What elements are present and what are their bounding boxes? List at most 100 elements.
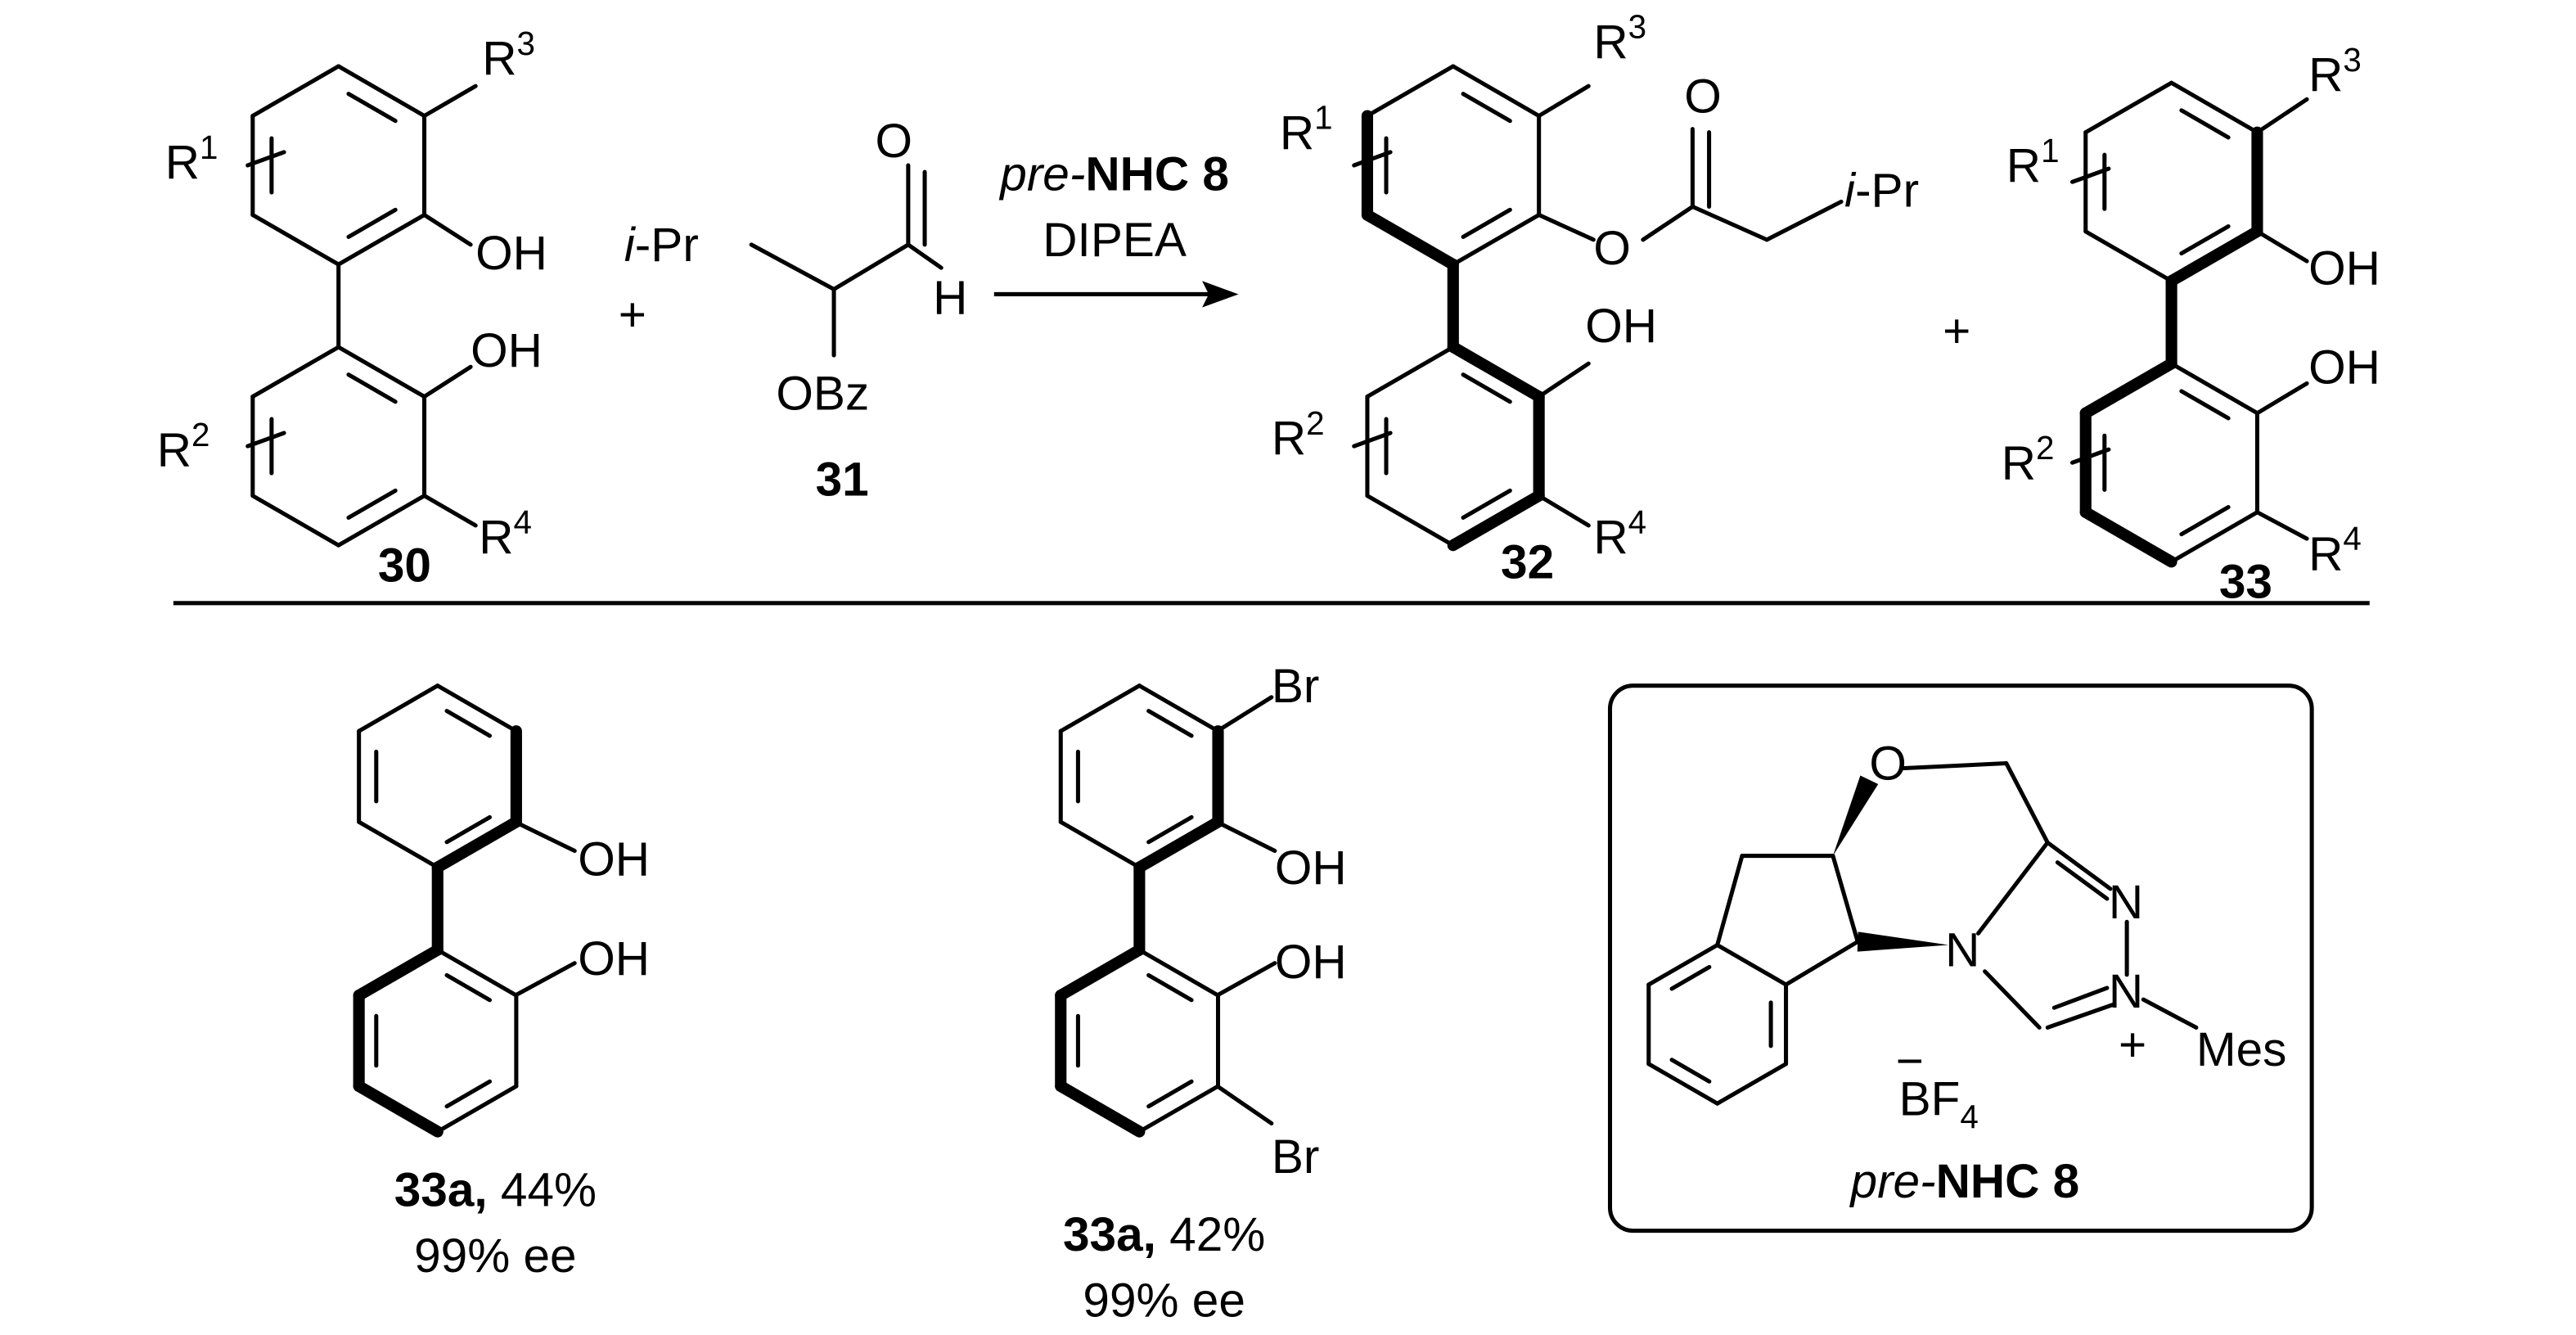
text-part: OH: [2308, 341, 2380, 394]
compound-30-ring-top-bond: [250, 64, 341, 119]
bonds: [245, 64, 2309, 1138]
compound-30-ring-bottom-bond: [336, 345, 427, 399]
nhc-o-text: O: [1869, 737, 1907, 791]
example-2-ring-top-bond: [1058, 819, 1142, 870]
text-part: N: [2109, 965, 2143, 1018]
compound-30-ring-top-bond: [336, 213, 427, 267]
text-part: OH: [471, 324, 543, 377]
compound-33-ring-bottom-bond: [2169, 510, 2259, 564]
bond: [1537, 213, 1596, 242]
text-part: R: [165, 136, 200, 189]
nhc-n1-text: N: [2109, 876, 2143, 929]
c32-label-text: 32: [1501, 536, 1554, 589]
bond: [422, 83, 478, 119]
bond: [1784, 939, 1860, 987]
stereo-wedge-bond: [1832, 775, 1879, 856]
c32-r2-text: R2: [1272, 404, 1325, 465]
text-part: OH: [1275, 936, 1347, 989]
text-part: 32: [1501, 536, 1554, 589]
bond: [2141, 997, 2199, 1030]
nhc-n3-text: N: [1945, 924, 1979, 977]
text-part: -Pr: [635, 219, 699, 272]
c30-oh2-text: OH: [471, 324, 543, 377]
ex2-ee-text: 99% ee: [1083, 1274, 1245, 1328]
compound-33-ring-bottom-bond: [2079, 358, 2177, 419]
bond: [2255, 97, 2309, 135]
bond: [1764, 199, 1844, 242]
example-2-ring-bottom-inner-double-bond: [1146, 972, 1194, 1003]
compound-33-ring-top-bond: [2169, 80, 2259, 135]
text-part: 1: [2041, 132, 2059, 169]
text-part: OH: [2308, 241, 2380, 295]
bond: [1975, 840, 2050, 936]
c32-oh-text: OH: [1585, 300, 1657, 353]
c32-oester-text: O: [1593, 222, 1631, 275]
compound-30-ring-bottom-bond: [250, 494, 341, 548]
bond: [2255, 229, 2309, 264]
text-part: 2: [2036, 429, 2054, 467]
text-part: i: [624, 219, 637, 272]
text-part: R: [479, 511, 513, 564]
ex2-br2-text: Br: [1272, 1130, 1320, 1184]
nhc-minus-text: −: [1896, 1035, 1924, 1088]
text-part: +: [1943, 304, 1970, 358]
text-part: 1: [1314, 99, 1332, 137]
example-2-ring-top-bond: [1133, 816, 1224, 873]
text-part: 4: [2343, 520, 2361, 557]
bond: [2051, 985, 2110, 1010]
compound-30-ring-top-bond: [336, 64, 427, 119]
text-part: pre-: [998, 147, 1085, 201]
compound-32-ring-bottom-bond: [1447, 341, 1545, 403]
text-part: 4: [1960, 1098, 1978, 1136]
example-1-ring-bottom-bond: [353, 944, 444, 1002]
text-part: OH: [578, 833, 650, 886]
text-part: −: [1896, 1035, 1924, 1088]
text-part: O: [1684, 70, 1722, 123]
nhc-benzene-ring-bond: [1646, 1062, 1720, 1106]
compound-33-ring-top-inner-double-bond: [2179, 224, 2231, 256]
bond: [1216, 695, 1274, 733]
nhc-benzene-ring-inner-double-bond: [1669, 1058, 1712, 1084]
bond: [1352, 431, 1393, 449]
text-part: BF: [1899, 1072, 1961, 1125]
bond: [2045, 1002, 2116, 1030]
bond: [245, 431, 286, 449]
text-part: 4: [513, 503, 531, 541]
c32-r1-text: R1: [1280, 99, 1333, 160]
compound-30-ring-bottom-inner-double-bond: [346, 372, 398, 404]
bond: [2045, 840, 2113, 891]
bond: [1216, 961, 1277, 997]
compound-33-ring-top-bond: [2083, 229, 2174, 283]
example-1-ring-top-bond: [357, 683, 440, 733]
example-2-ring-bottom-bond: [1055, 1080, 1146, 1138]
bond: [1216, 1085, 1274, 1125]
text-part: H: [933, 272, 967, 325]
c31-o-text: O: [876, 115, 913, 168]
example-1-ring-top-bond: [435, 683, 519, 733]
text-part: 33: [2219, 556, 2272, 609]
text-part: 31: [816, 453, 869, 507]
compound-32-ring-top-bond: [1451, 64, 1542, 119]
text-part: R: [2002, 436, 2036, 489]
c31-h-text: H: [933, 272, 967, 325]
text-part: 3: [2343, 41, 2361, 79]
bond: [515, 820, 577, 854]
compound-32-ring-bottom-bond: [1365, 345, 1456, 399]
pre-nhc-box: [1607, 683, 2314, 1234]
text-part: i: [1844, 164, 1857, 217]
text-part: OH: [475, 227, 547, 280]
c31-obz-text: OBz: [776, 368, 869, 421]
example-1-ring-top-inner-double-bond: [444, 709, 493, 738]
text-part: R: [2308, 527, 2343, 580]
bond: [2070, 447, 2111, 465]
text-part: 33a,: [394, 1163, 488, 1216]
example-1-ring-bottom-inner-double-bond: [444, 972, 493, 1003]
text-part: O: [876, 115, 913, 168]
example-2-ring-top-inner-double-bond: [1146, 814, 1194, 845]
text-part: 99% ee: [414, 1229, 576, 1283]
text-part: 30: [378, 539, 431, 593]
c30-label-text: 30: [378, 539, 431, 593]
text-part: R: [1593, 511, 1628, 564]
arrow-head: [1202, 281, 1239, 308]
c31-label-text: 31: [816, 453, 869, 507]
